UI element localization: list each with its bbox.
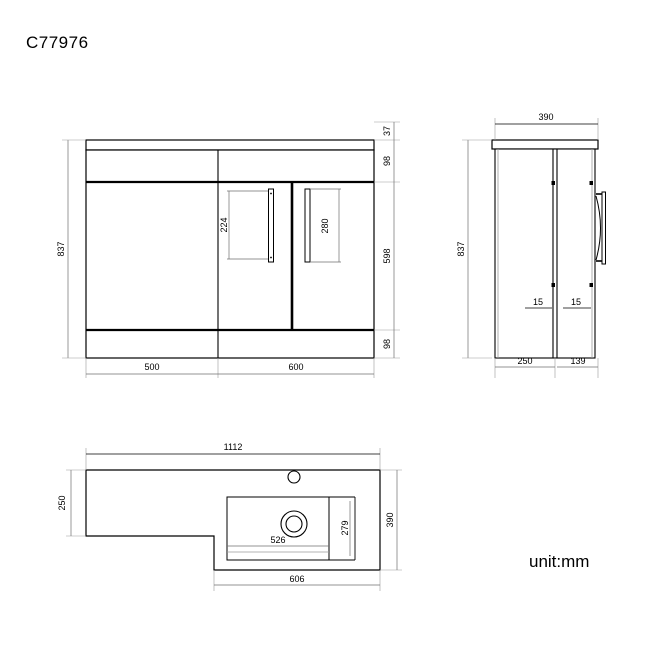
dim-plan-overall-width: 1112 xyxy=(224,442,243,452)
front-cabinet-body xyxy=(85,149,375,359)
side-hinge-tick-a xyxy=(551,181,555,185)
page-title: C77976 xyxy=(26,33,89,52)
front-elevation-view: 224 280 837 37 98 598 xyxy=(56,121,400,378)
dim-side-front-depth: 250 xyxy=(517,356,532,366)
front-countertop xyxy=(85,139,375,151)
dim-side-handle-offset-right: 15 xyxy=(571,297,581,307)
dim-front-right-section-width: 600 xyxy=(288,362,303,372)
front-left-handle-screw-bottom xyxy=(270,256,272,259)
dim-front-counter-thickness: 37 xyxy=(382,126,392,136)
dim-side-total-height: 837 xyxy=(456,241,466,256)
side-handle-curve xyxy=(595,195,601,261)
front-right-door-handle xyxy=(304,188,311,263)
dim-plan-basin-inner-depth: 279 xyxy=(340,520,350,535)
dim-front-plinth-height: 98 xyxy=(382,339,392,349)
plan-basin-recess xyxy=(226,496,330,561)
dim-plan-left-depth: 250 xyxy=(57,495,67,510)
dim-front-left-handle-length: 224 xyxy=(219,217,229,232)
side-hinge-tick-b xyxy=(589,181,593,185)
side-elevation-view: 390 837 15 15 250 139 xyxy=(456,112,606,378)
plan-waste-inner-ring xyxy=(285,515,303,533)
dim-side-total-depth: 390 xyxy=(538,112,553,122)
side-cabinet-body xyxy=(494,148,596,359)
plan-tap-hole xyxy=(287,470,301,484)
dim-front-total-height: 837 xyxy=(56,241,66,256)
dim-plan-right-depth: 390 xyxy=(385,512,395,527)
dim-front-right-handle-length: 280 xyxy=(320,218,330,233)
dim-side-rear-depth: 139 xyxy=(570,356,585,366)
dim-plan-basin-outer-width: 606 xyxy=(289,574,304,584)
dim-front-top-drawer-height: 98 xyxy=(382,156,392,166)
side-handle-bar xyxy=(601,191,606,265)
plan-top-view: 1112 250 390 279 526 606 xyxy=(57,442,402,591)
front-left-door-handle xyxy=(268,188,274,263)
dim-front-door-height: 598 xyxy=(382,248,392,263)
dim-front-left-section-width: 500 xyxy=(144,362,159,372)
front-left-handle-screw-top xyxy=(270,192,272,195)
side-hinge-tick-c xyxy=(551,283,555,287)
side-countertop xyxy=(491,139,599,150)
dim-plan-basin-inner-width: 526 xyxy=(270,535,285,545)
unit-note: unit:mm xyxy=(529,552,590,571)
dim-side-handle-offset-left: 15 xyxy=(533,297,543,307)
side-hinge-tick-d xyxy=(589,283,593,287)
